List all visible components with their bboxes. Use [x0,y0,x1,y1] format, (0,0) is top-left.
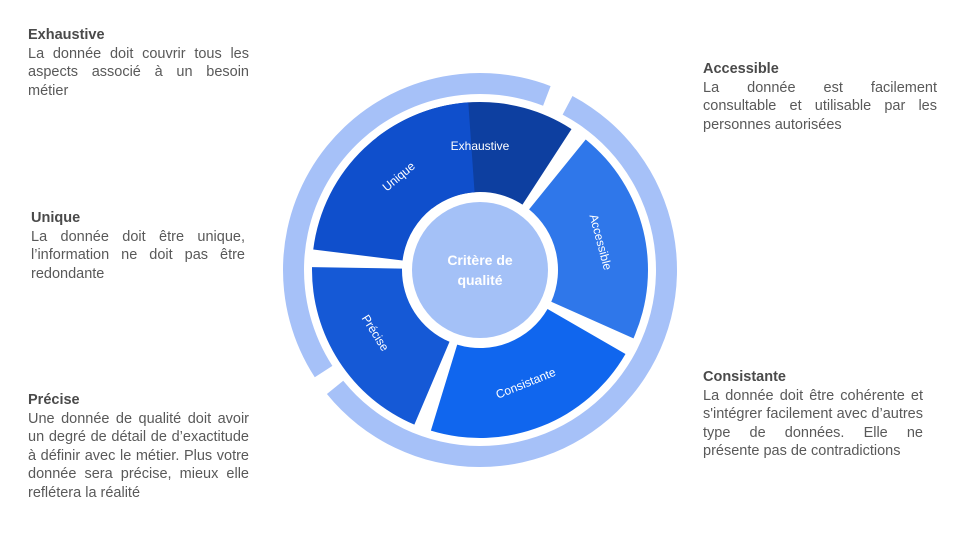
accessible-description-block: Accessible La donnée est facilement cons… [703,60,937,134]
segments-group [312,102,648,438]
exhaustive-description-block: Exhaustive La donnée doit couvrir tous l… [28,26,249,100]
segment-précise [312,267,450,425]
segment-accessible [529,139,648,339]
consistent-description-block: Consistante La donnée doit être cohérent… [703,368,923,461]
center-label-line1: Critère de [447,252,513,268]
center-label-line2: qualité [457,272,502,288]
outer-ring-arc [283,72,551,378]
unique-title: Unique [31,210,81,226]
segment-label-exhaustive: Exhaustive [451,139,510,153]
accessible-title: Accessible [703,61,779,77]
precise-description-block: Précise Une donnée de qualité doit avoir… [28,391,249,502]
unique-text: La donnée doit être unique, l’informatio… [31,228,245,282]
segment-consistante [430,309,626,438]
outer-ring [283,72,678,468]
unique-description-block: Unique La donnée doit être unique, l’inf… [31,209,245,283]
exhaustive-text: La donnée doit couvrir tous les aspects … [28,45,249,99]
center-circle [412,202,548,338]
precise-text: Une donnée de qualité doit avoir un degr… [28,410,249,501]
consistent-text: La donnée doit être cohérente et s'intég… [703,387,923,460]
accessible-text: La donnée est facilement consultable et … [703,79,937,133]
precise-title: Précise [28,392,80,408]
consistent-title: Consistante [703,369,786,385]
segment-unique [313,102,475,261]
exhaustive-title: Exhaustive [28,27,105,43]
